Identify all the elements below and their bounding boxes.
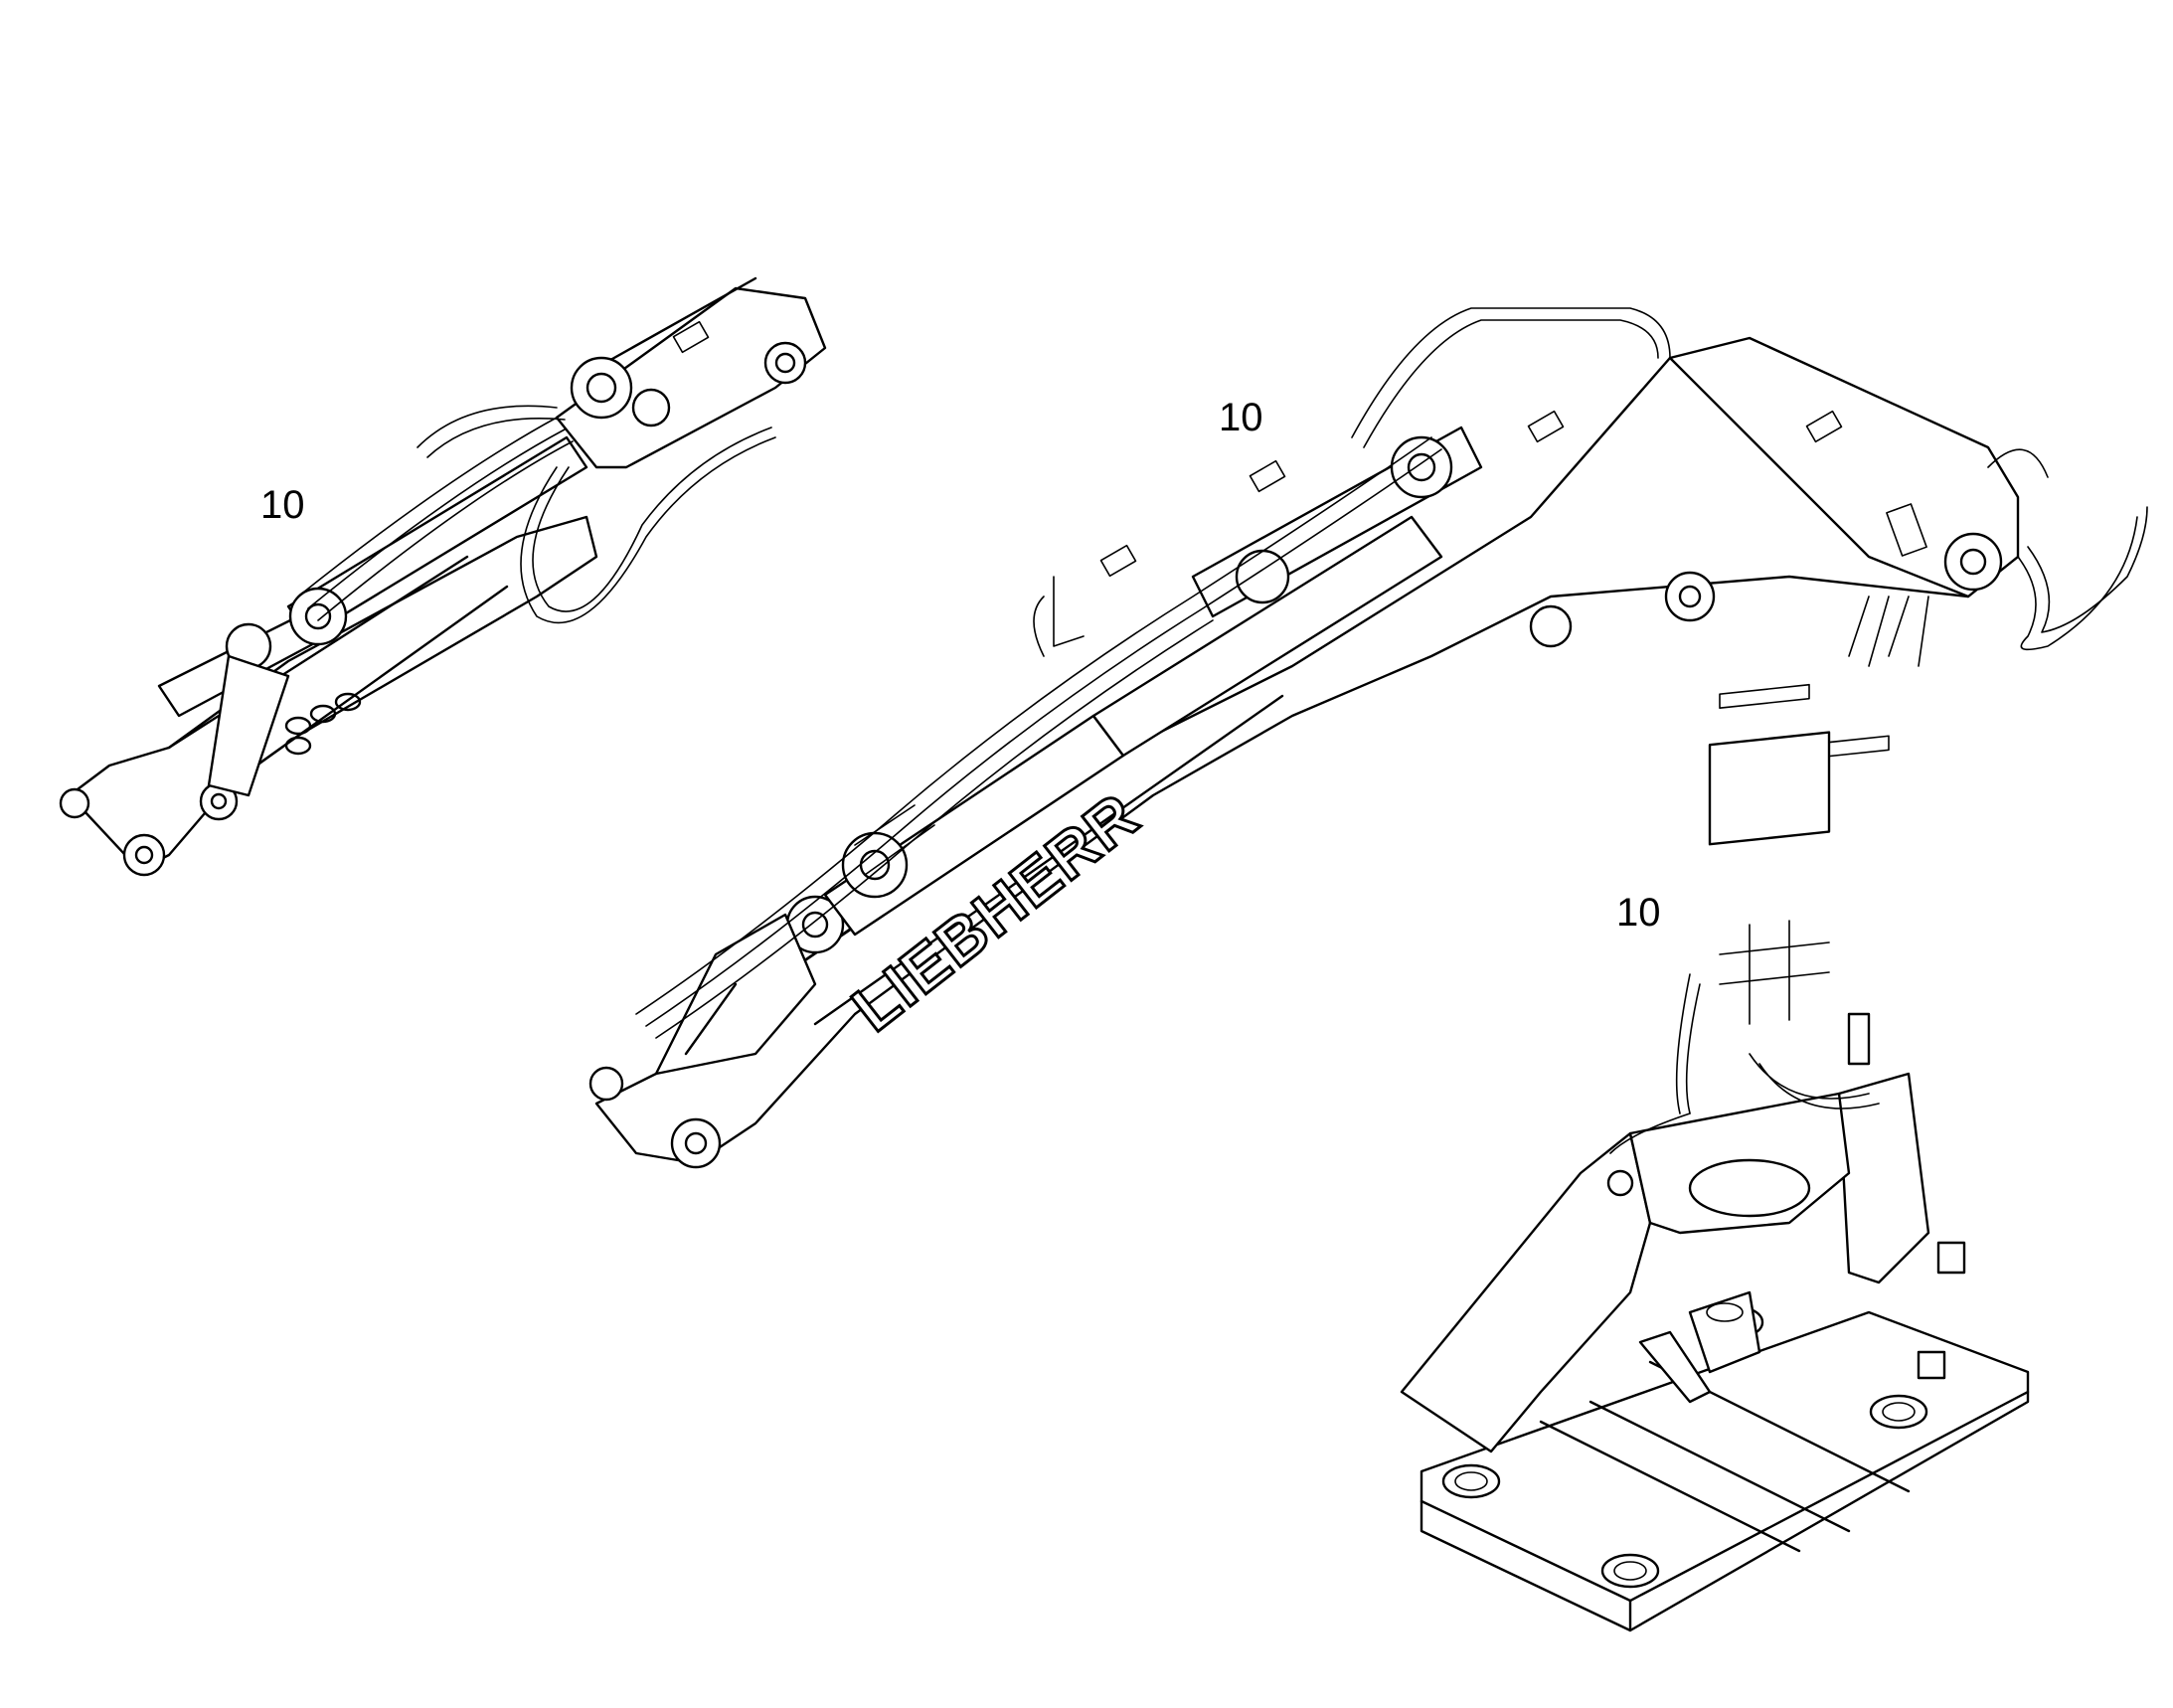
callout-label-boom: 10 (1219, 396, 1263, 439)
stick-assembly (59, 276, 827, 877)
callout-label-frame: 10 (1616, 891, 1661, 935)
frame-assembly (1400, 683, 2030, 1632)
boom-assembly: LIEBHERR (588, 307, 2148, 1169)
callout-label-stick: 10 (260, 483, 305, 527)
